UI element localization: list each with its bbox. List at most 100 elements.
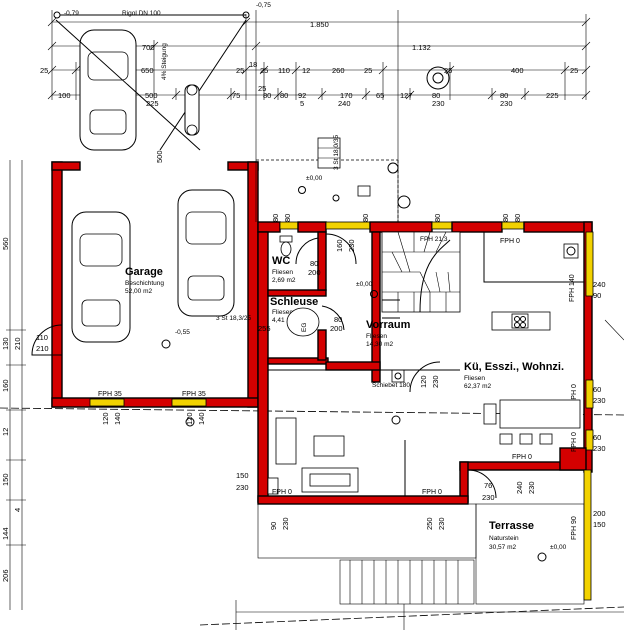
dim-1132: 1.132 [412, 43, 431, 52]
dim-label: 650 [141, 66, 154, 75]
kitchen-sub: Fliesen [464, 375, 485, 382]
dim-label: 4 [13, 508, 22, 512]
dim-label: 80 [334, 315, 342, 324]
stair-main-label: FPH 21,3 [420, 236, 448, 243]
fph-label: FPH 35 [182, 391, 206, 398]
garage-name: Garage [125, 266, 163, 278]
entry-level: ±0,00 [306, 175, 323, 182]
landing-oval [286, 307, 320, 337]
dim-label: 150 [236, 471, 249, 480]
dim-label: 80 [280, 91, 288, 100]
dim-label: 80 [433, 214, 442, 222]
dim-label: 25 [236, 66, 244, 75]
wc-sub: Fliesen [272, 269, 293, 276]
dim-label: 80 [361, 214, 370, 222]
level-marker [537, 552, 547, 562]
dim-total: 1.850 [310, 20, 329, 29]
sink-icon [563, 243, 579, 259]
stair-top-label: 3 St 18,0/35 [333, 135, 340, 170]
dim-label: 240 [515, 481, 524, 494]
dim-label: 12 [1, 428, 10, 436]
level-marker [185, 417, 195, 427]
fph-label: FPH 0 [512, 454, 532, 461]
dim-label: 230 [437, 517, 446, 530]
vorraum-name: Vorraum [366, 319, 411, 331]
level-marker [298, 186, 306, 194]
dim-label: 500 [145, 91, 158, 100]
dim-label: 230 [281, 517, 290, 530]
terrace-paving [235, 503, 624, 630]
fph-label: FPH 0 [500, 238, 520, 245]
wc-area: 2,69 m2 [272, 277, 296, 284]
dim-label: 230 [347, 239, 356, 252]
vorraum-door-swing [325, 233, 357, 265]
dim-label: 80 [500, 91, 508, 100]
top-dimension-text: 1.850 700 1.132 25 650 25 18 25 110 12 2… [40, 20, 578, 108]
kitchen-name: Kü, Esszi., Wohnzi. [464, 361, 564, 373]
dim-label: 144 [1, 527, 10, 540]
dim-label: 80 [432, 91, 440, 100]
dim-label: 230 [432, 99, 445, 108]
level-marker [53, 11, 61, 19]
dim-label: 140 [197, 412, 206, 425]
dim-label: 240 [593, 280, 606, 289]
dim-label: 60 [593, 433, 601, 442]
dim-label: 80 [513, 214, 522, 222]
dim-label: 200 [330, 324, 343, 333]
fph-label: FPH 0 [571, 384, 578, 404]
dim-label: 25 [364, 66, 372, 75]
fph-label: FPH 90 [571, 516, 578, 540]
motorbike-icon [184, 84, 200, 136]
dim-label: 225 [546, 91, 559, 100]
dim-label: 60 [593, 385, 601, 394]
left-dimension-text: 560 130 210 160 12 150 144 4 206 [1, 237, 22, 582]
schleuse-sub: Fliesen [272, 309, 293, 316]
garage-door-swing [31, 324, 63, 356]
dim-label: 240 [338, 99, 351, 108]
dim-label: 25 [260, 66, 268, 75]
dim-label: 230 [500, 99, 513, 108]
dim-label: 500 [155, 150, 164, 163]
dim-label: 140 [113, 412, 122, 425]
dim-label: 130 [1, 337, 10, 350]
dining-table [483, 399, 581, 445]
dim-label: 160 [1, 379, 10, 392]
dim-label: 250 [425, 517, 434, 530]
dim-label: 100 [58, 91, 71, 100]
stair-mid-label: 3 St 18,3/25 [216, 315, 251, 322]
schleuse-door-swing [321, 305, 345, 331]
dim-label: 25 [40, 66, 48, 75]
dim-label: 170 [340, 91, 353, 100]
dim-label: 150 [593, 520, 606, 529]
dim-label: 255 [258, 324, 271, 333]
house-walls [257, 221, 594, 505]
fph-label: FPH 140 [569, 274, 576, 302]
column-symbol [387, 162, 399, 174]
dim-label: 260 [332, 66, 345, 75]
dim-label: 230 [593, 444, 606, 453]
dim-label: 400 [511, 66, 524, 75]
dim-label: 110 [36, 333, 48, 342]
top-dimension-lines [47, 10, 591, 160]
dim-700: 700 [142, 43, 155, 52]
wc-door-swing [295, 237, 319, 265]
dim-label: 160 [335, 239, 344, 252]
dim-label: 560 [1, 237, 10, 250]
light-symbol [332, 194, 340, 202]
garage-sub: Beschichtung [125, 280, 164, 287]
dim-label: 110 [278, 66, 290, 75]
fph-label: FPH 35 [98, 391, 122, 398]
level-marker [370, 290, 378, 298]
door-swing [409, 361, 441, 393]
dim-label: 80 [283, 214, 292, 222]
dim-label: 120 [185, 412, 194, 425]
dim-label: 120 [101, 412, 110, 425]
fph-label: FPH 0 [272, 489, 292, 496]
vorraum-level: ±0,00 [356, 281, 373, 288]
vorraum-sub: Fliesen [366, 333, 387, 340]
dim-label: 90 [269, 522, 278, 530]
fph-label: FPH 0 [422, 489, 442, 496]
wc-name: WC [272, 255, 290, 267]
dim-label: 25 [444, 66, 452, 75]
dim-label: 230 [482, 493, 495, 502]
